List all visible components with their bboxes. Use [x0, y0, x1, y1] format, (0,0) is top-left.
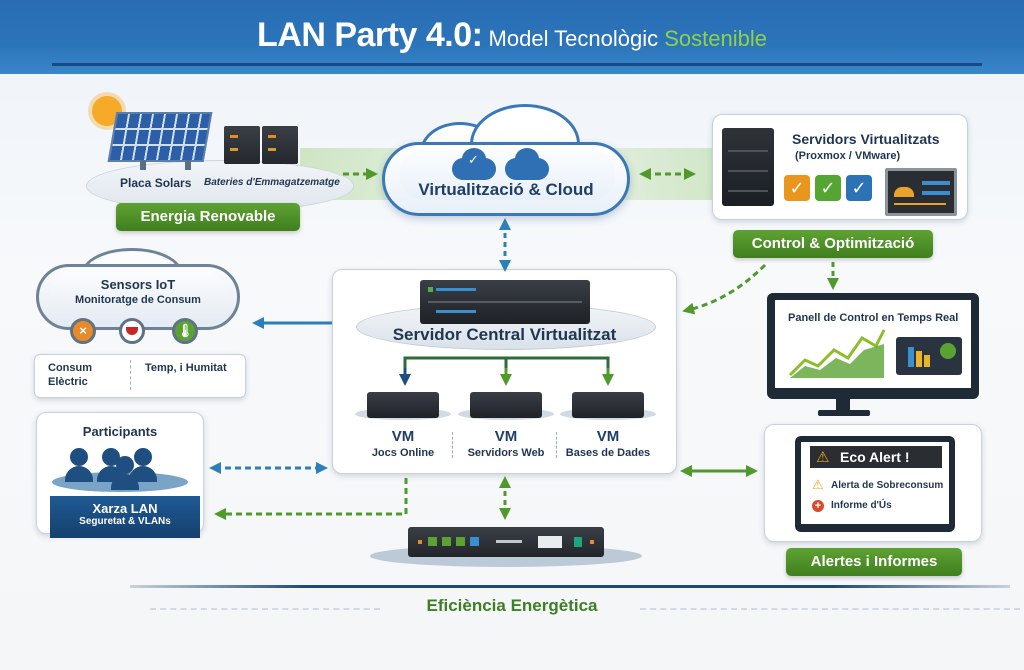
battery-icon	[262, 126, 298, 164]
eco-alert-text: Eco Alert !	[840, 449, 910, 465]
usage-report: Informe d'Ús	[831, 500, 892, 511]
lan-subtitle: Seguretat & VLANs	[79, 516, 171, 527]
virtual-servers-subtitle: (Proxmox / VMware)	[795, 150, 901, 162]
page-title: LAN Party 4.0: Model Tecnològic Sostenib…	[0, 16, 1024, 55]
lan-network-badge: Xarza LAN Seguretat & VLANs	[50, 496, 200, 538]
check-icon: ✓	[784, 175, 810, 201]
divider	[452, 432, 453, 458]
sensors-title: Sensors IoT	[100, 277, 176, 292]
vm-subtitle: Jocs Online	[371, 447, 435, 459]
battery-icon	[224, 126, 260, 164]
warning-icon: ⚠	[812, 477, 824, 492]
footer-label: Eficiència Energètica	[426, 596, 598, 615]
power-label-2: Elèctric	[48, 376, 88, 388]
virtual-servers-title: Servidors Virtualitzats	[792, 131, 940, 147]
server-rack-icon	[722, 128, 774, 206]
power-sensor-icon: ×	[70, 318, 96, 344]
header-divider	[52, 63, 982, 66]
monitor-stand	[836, 399, 850, 413]
mini-dashboard-icon	[885, 168, 957, 216]
monitor-base	[818, 410, 870, 416]
vm-title: VM	[596, 428, 620, 445]
check-icon: ✓	[846, 175, 872, 201]
vm-subtitle: Bases de Dades	[565, 447, 651, 459]
temp-label: Temp, i Humitat	[145, 362, 227, 374]
title-sub: Model Tecnològic	[482, 26, 665, 51]
alerts-badge: Alertes i Informes	[786, 548, 962, 576]
thermometer-icon: 🌡	[172, 318, 198, 344]
vm-title: VM	[494, 428, 518, 445]
power-label: Consum	[48, 362, 92, 374]
dashboard-title: Panell de Control en Temps Real	[788, 312, 959, 324]
solar-label: Placa Solars	[120, 176, 192, 190]
central-server-title: Servidor Central Virtualitzat	[392, 325, 617, 344]
sensor-readings-panel	[34, 354, 246, 398]
overconsumption-alert: Alerta de Sobreconsum	[831, 480, 944, 491]
arrow-control-central	[682, 263, 767, 315]
cloud-label: Virtualització & Cloud	[418, 180, 594, 199]
vm-server-icon	[367, 392, 439, 418]
vm-subtitle: Servidors Web	[467, 447, 545, 459]
check-icon: ✓	[815, 175, 841, 201]
cloud-icon	[505, 148, 549, 180]
energy-badge: Energia Renovable	[116, 203, 300, 231]
solar-stand	[185, 160, 191, 170]
divider	[130, 360, 131, 390]
eco-alert-header: ⚠ Eco Alert !	[810, 446, 942, 468]
battery-label: Bateries d'Emmagatzematge	[204, 177, 340, 188]
solar-stand	[140, 160, 146, 170]
cloud-check-icon: ✓	[452, 148, 496, 180]
mini-bar-chart-icon	[896, 337, 962, 375]
network-switch-icon	[408, 527, 604, 557]
solar-panel-icon	[107, 112, 213, 162]
divider	[556, 432, 557, 458]
control-badge: Control & Optimització	[733, 230, 933, 258]
footer-dash	[150, 608, 380, 610]
title-accent: Sostenible	[664, 26, 767, 51]
report-icon: +	[812, 500, 824, 512]
participants-title: Participants	[82, 424, 158, 439]
sensor-cloud-fill	[50, 272, 226, 316]
lan-title: Xarza LAN	[92, 501, 158, 516]
footer-divider	[130, 585, 1010, 588]
central-server-icon	[420, 280, 590, 324]
header-banner	[0, 0, 1024, 74]
arrow-central-lan	[214, 478, 408, 520]
vm-title: VM	[391, 428, 415, 445]
humidity-sensor-icon	[119, 318, 145, 344]
footer-dash	[640, 608, 1020, 610]
sensors-subtitle: Monitoratge de Consum	[75, 294, 201, 306]
vm-server-icon	[572, 392, 644, 418]
vm-server-icon	[470, 392, 542, 418]
warning-icon: ⚠	[816, 449, 830, 466]
title-main: LAN Party 4.0:	[257, 16, 483, 54]
